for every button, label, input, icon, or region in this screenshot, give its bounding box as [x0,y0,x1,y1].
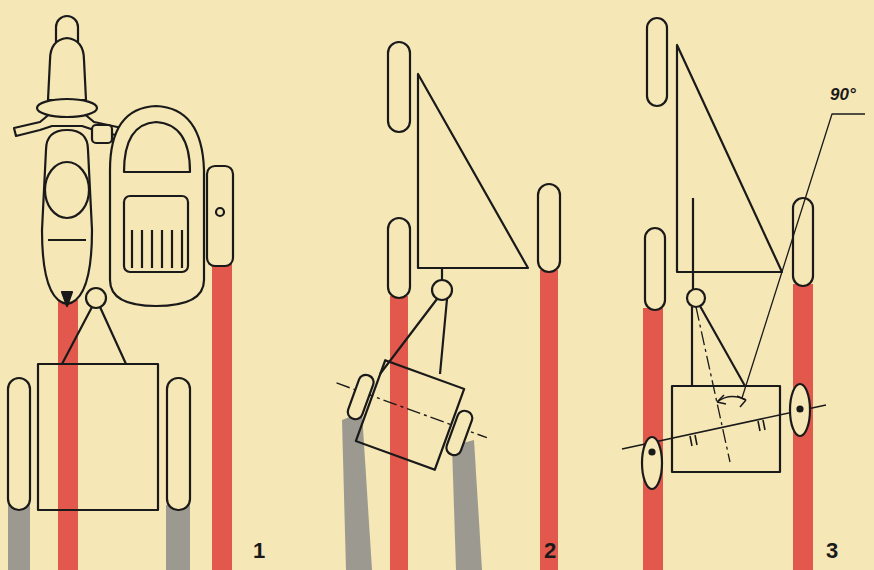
panel-number: 3 [826,540,838,562]
panel-number: 1 [253,540,265,562]
panel-number: 2 [544,540,556,562]
panel-2 [320,42,560,570]
angle-label: 90° [830,86,856,103]
panel-1 [8,16,233,570]
panel-3 [622,18,865,570]
